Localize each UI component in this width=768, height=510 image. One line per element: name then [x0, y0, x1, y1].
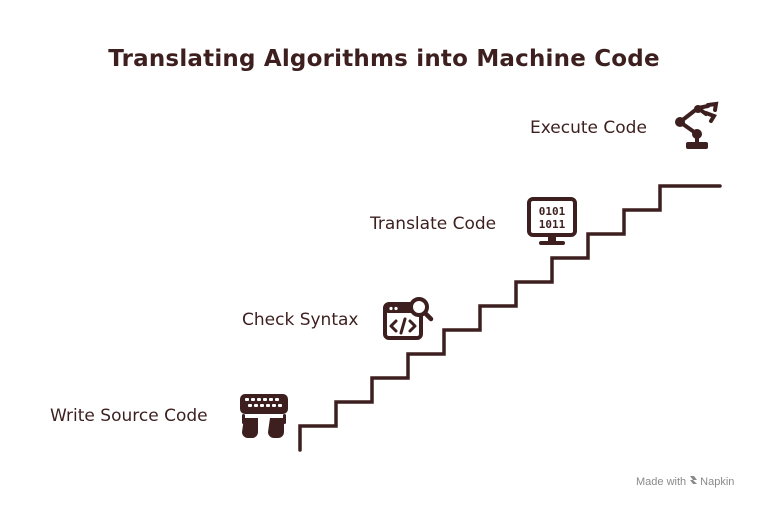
diagram-title: Translating Algorithms into Machine Code	[108, 46, 660, 72]
step-label-execute-code: Execute Code	[530, 118, 647, 138]
step-label-translate-code: Translate Code	[370, 214, 497, 234]
napkin-brand-text: Napkin	[700, 476, 735, 488]
svg-text:1011: 1011	[539, 218, 566, 231]
made-with-napkin-footer: Made with Napkin	[636, 475, 734, 489]
step-label-check-syntax: Check Syntax	[242, 310, 359, 330]
step-label-write-source-code: Write Source Code	[50, 406, 208, 426]
code-search-icon	[383, 297, 434, 340]
robotic-arm-icon	[675, 101, 719, 149]
made-with-text: Made with	[636, 476, 687, 488]
napkin-logo-icon	[689, 475, 698, 489]
svg-text:0101: 0101	[539, 205, 566, 218]
binary-monitor-icon: 0101 1011	[527, 197, 577, 245]
keyboard-hands-icon	[240, 394, 288, 438]
